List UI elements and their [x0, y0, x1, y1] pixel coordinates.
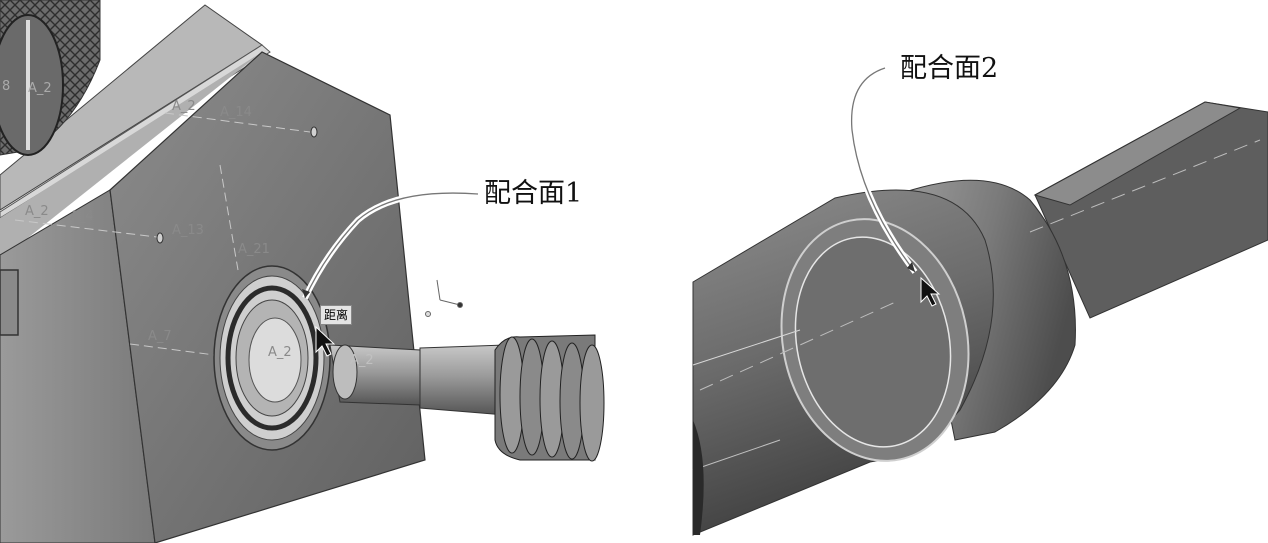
cursor-arrow-icon	[315, 325, 336, 357]
axis-label: A_7	[148, 329, 172, 344]
block-left-face	[0, 52, 262, 260]
axis-label: A_2	[28, 81, 52, 96]
distance-tooltip: 距离	[320, 305, 353, 325]
coordinate-triad-icon	[425, 279, 463, 317]
callout-mating-face-2: 配合面2	[900, 53, 999, 84]
axis-label: A_2	[268, 345, 292, 360]
axis-label: A_2	[25, 204, 49, 219]
axis-label: A_21	[238, 242, 270, 257]
axis-label: A_14	[220, 105, 252, 120]
axis-label: A_2	[350, 353, 374, 368]
axis-label: A_2	[172, 99, 196, 114]
left-model	[0, 0, 605, 543]
axis-label: A_13	[172, 223, 204, 238]
axis-label: 8	[2, 79, 11, 94]
cursor-arrow-icon	[920, 276, 941, 307]
right-model	[692, 65, 1268, 536]
axis-label: A_4	[70, 209, 94, 224]
thread-section	[494, 334, 605, 462]
callout-mating-face-1: 配合面1	[484, 178, 583, 209]
